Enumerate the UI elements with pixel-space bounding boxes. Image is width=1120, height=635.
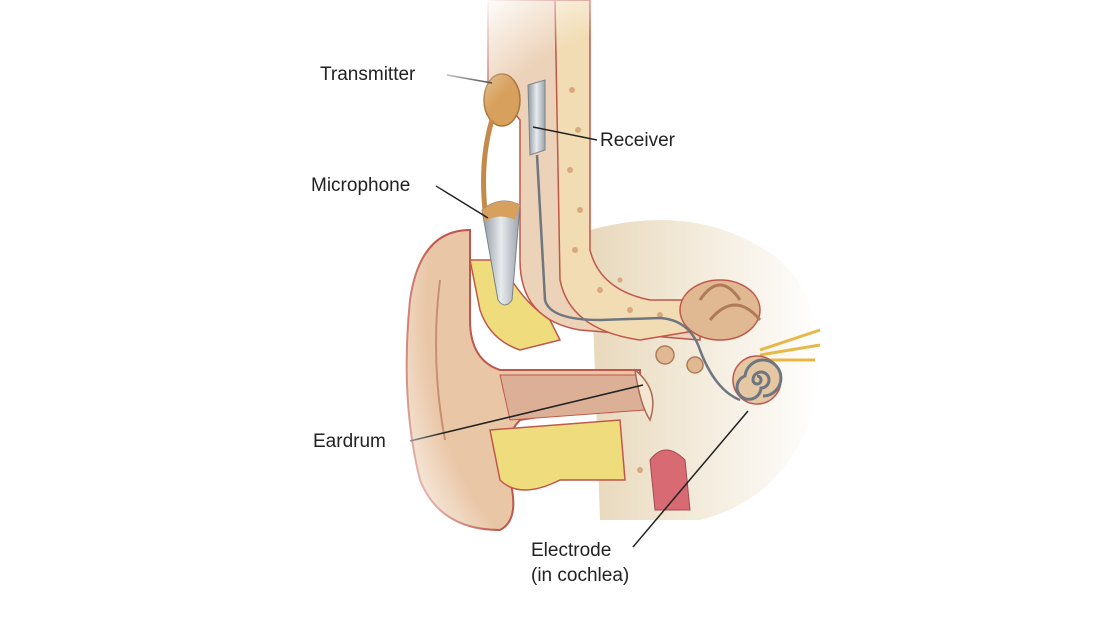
edge-fade (380, 0, 840, 630)
label-receiver: Receiver (600, 130, 675, 151)
label-eardrum: Eardrum (313, 431, 386, 452)
label-electrode-sub: (in cochlea) (531, 565, 630, 586)
label-transmitter: Transmitter (320, 64, 416, 85)
label-microphone: Microphone (311, 175, 411, 196)
label-electrode: Electrode (531, 540, 612, 561)
